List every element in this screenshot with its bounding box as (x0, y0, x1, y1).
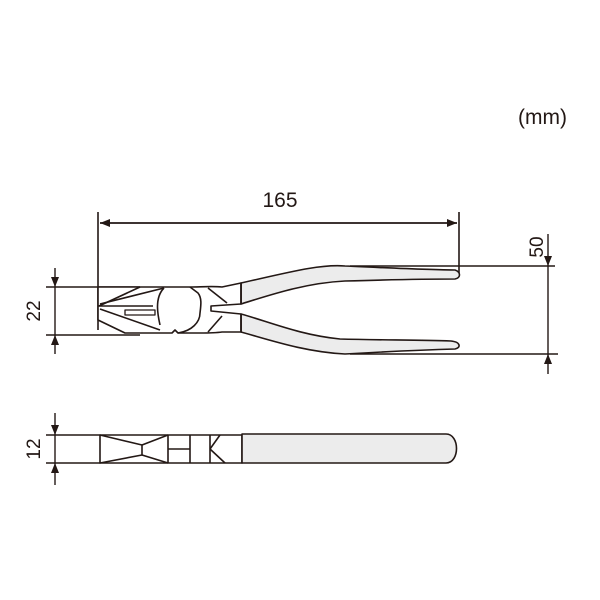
lower-handle (240, 313, 460, 355)
top-view-handle (241, 433, 458, 464)
length-label: 165 (262, 189, 297, 212)
pliers-top-view (99, 433, 458, 464)
unit-label: (mm) (518, 106, 567, 129)
thickness-dimension: 12 (24, 413, 100, 485)
length-dimension: 165 (97, 189, 460, 330)
spread-label: 50 (527, 236, 548, 257)
pliers-side-view (97, 264, 461, 355)
spread-dimension: 50 (350, 234, 558, 374)
head-width-label: 22 (24, 300, 45, 321)
jaw-outline (97, 282, 242, 334)
upper-handle (240, 264, 461, 305)
thickness-label: 12 (24, 438, 45, 459)
